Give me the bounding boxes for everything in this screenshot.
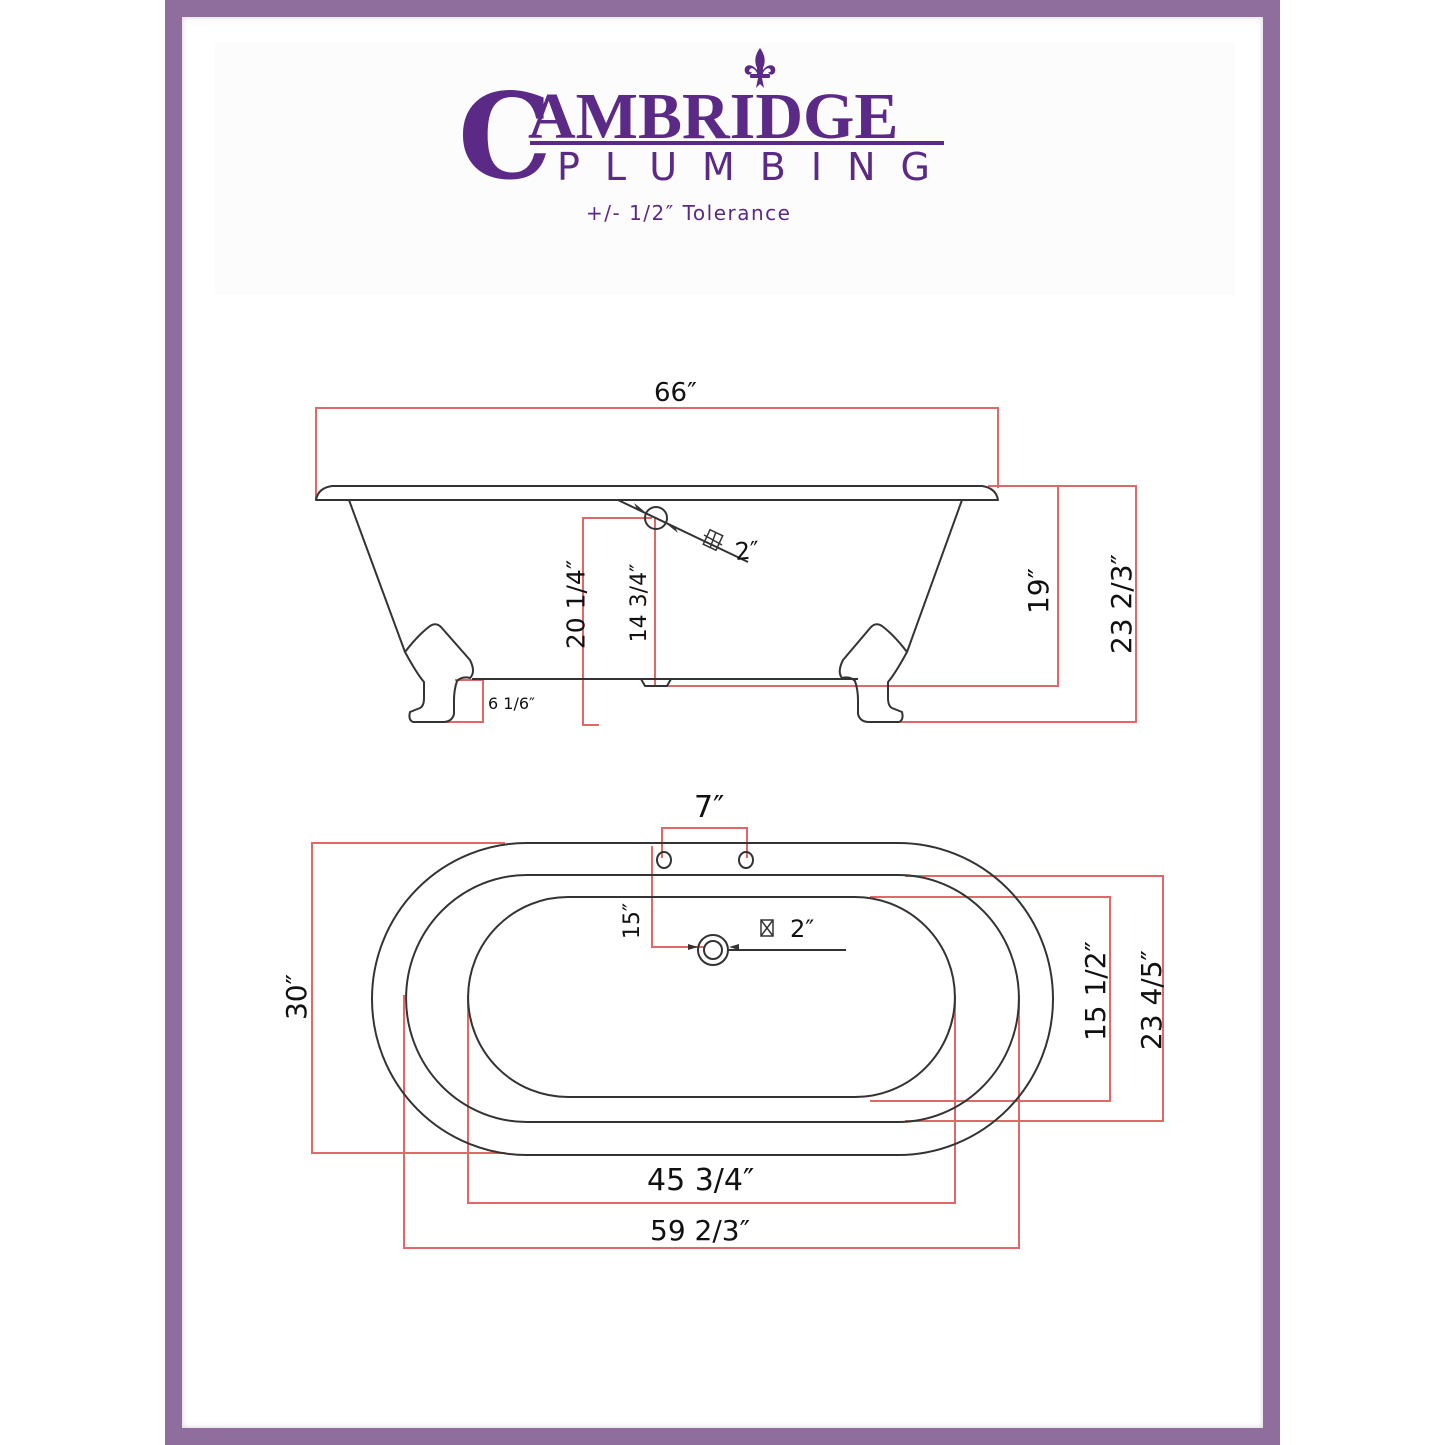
top-view-dimension-lines [311,827,1164,1249]
fleur-de-lis-icon [744,48,776,88]
header-panel [215,43,1235,295]
dim-drain-diameter: 2″ [790,915,815,943]
top-view-tub-outline [371,842,1054,1156]
tolerance-note: +/- 1/2″ Tolerance [586,201,792,225]
logo-wordmark: AMBRIDGE [528,80,899,153]
drain-symbol-icon [760,919,774,937]
dim-foot-height: 6 1/6″ [488,694,535,713]
side-view-tub-outline [315,485,999,723]
dim-overflow-diameter: 2″ [733,535,761,567]
dim-faucet-spacing: 7″ [694,790,725,825]
side-view-dimension-lines [315,407,1137,726]
dim-overflow-height: 14 3/4″ [627,563,652,643]
overflow-symbol-icon [702,528,724,552]
logo-initial: C [458,67,552,206]
logo-subtitle: PLUMBING [557,145,955,189]
dim-overall-height: 23 2/3″ [1105,553,1138,655]
dim-interior-top-length: 59 2/3″ [650,1214,751,1247]
dim-height-to-overflow: 20 1/4″ [561,559,591,650]
drain-arrows [688,944,739,950]
dim-overall-length: 66″ [654,378,697,408]
logo-underline [530,141,944,145]
dim-overall-width: 30″ [280,973,313,1021]
overflow-arrows [634,503,678,533]
dim-interior-bottom-width: 15 1/2″ [1079,940,1112,1042]
dim-interior-top-width: 23 4/5″ [1135,949,1168,1051]
dim-tub-body-height: 19″ [1022,567,1055,615]
dim-interior-bottom-length: 45 3/4″ [647,1163,755,1198]
dim-faucet-to-drain: 15″ [620,902,645,940]
